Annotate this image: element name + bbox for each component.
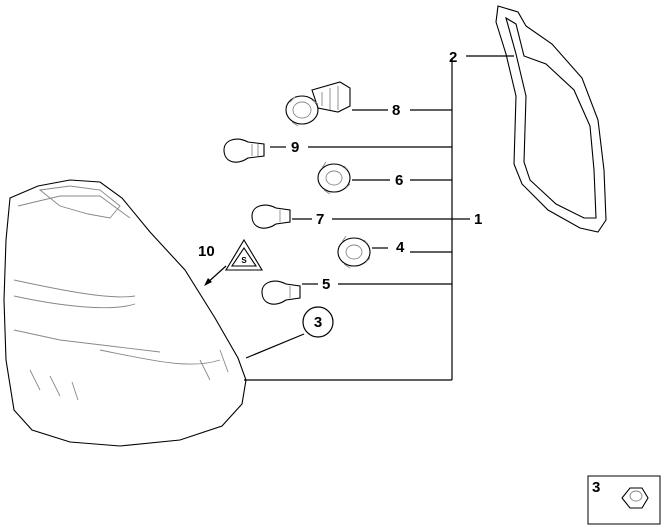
inset-label: 3	[592, 479, 600, 496]
bulb-socket-lower	[337, 235, 371, 269]
callout-5: 5	[322, 276, 330, 293]
callout-3-circle: 3	[302, 306, 334, 338]
callout-6: 6	[395, 172, 403, 189]
gasket-part	[495, 5, 607, 233]
callout-4: 4	[396, 239, 405, 256]
bulb-small	[261, 280, 301, 305]
bulb-socket-upper	[317, 161, 351, 195]
callout-7: 7	[316, 211, 324, 228]
callout-8: 8	[392, 102, 400, 119]
bulb-large	[223, 138, 265, 163]
bulb-socket-with-wire	[285, 81, 351, 127]
callout-1: 1	[474, 211, 482, 228]
callout-3: 3	[314, 314, 322, 331]
nut-icon	[621, 487, 649, 509]
bulb-medium	[251, 204, 291, 229]
callout-9: 9	[291, 139, 299, 156]
arrow-head-icon	[204, 278, 212, 286]
svg-text:S: S	[241, 256, 247, 265]
tail-light-housing	[3, 179, 247, 447]
callout-leaders	[244, 55, 514, 381]
callout-10: 10	[198, 243, 215, 260]
warning-triangle-icon: S	[225, 238, 263, 271]
inset-box: 3	[587, 475, 661, 525]
callout-2: 2	[449, 49, 457, 66]
